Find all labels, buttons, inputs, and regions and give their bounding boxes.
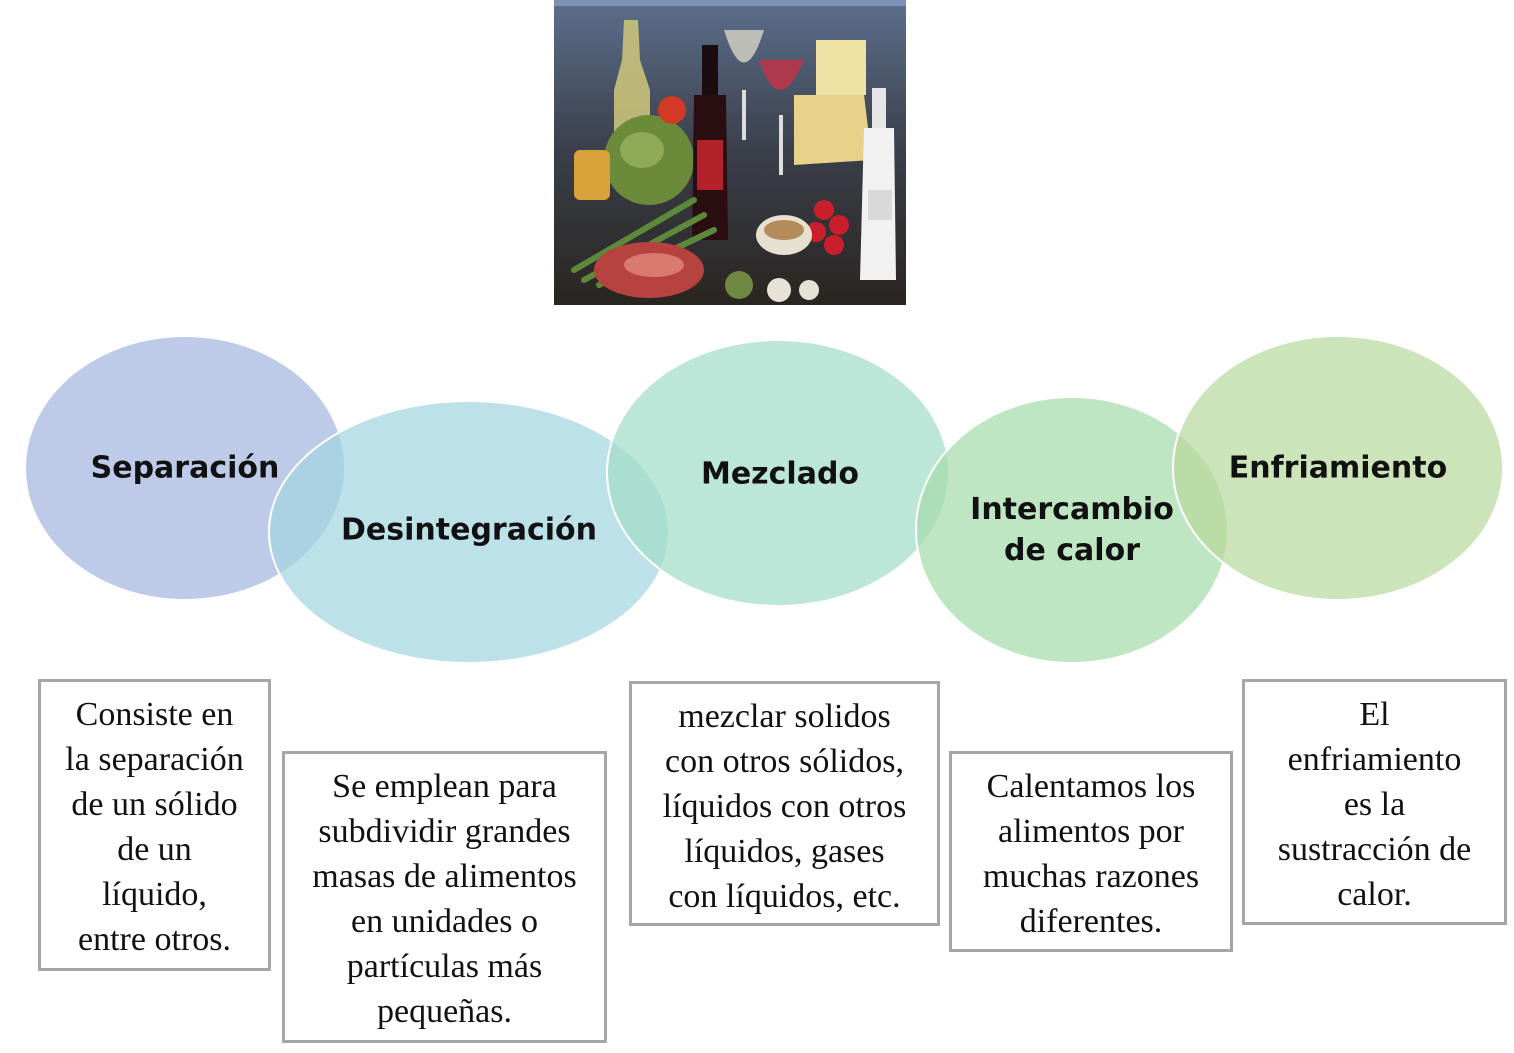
description-separacion: Consiste en la separación de un sólido d…: [38, 679, 271, 971]
description-desintegracion: Se emplean para subdividir grandes masas…: [282, 751, 607, 1043]
stage-label-separacion: Separación: [90, 450, 280, 486]
stage-label-enfriamiento: Enfriamiento: [1228, 450, 1448, 486]
description-mezclado: mezclar solidos con otros sólidos, líqui…: [629, 681, 940, 926]
description-enfriamiento: El enfriamiento es la sustracción de cal…: [1242, 679, 1507, 925]
stage-label-mezclado: Mezclado: [700, 456, 860, 492]
stage-label-intercambio: Intercambio de calor: [970, 492, 1174, 568]
stage-label-desintegracion: Desintegración: [341, 512, 597, 548]
food-and-drinks-photo: [554, 0, 906, 305]
description-intercambio: Calentamos los alimentos por muchas razo…: [949, 751, 1233, 952]
